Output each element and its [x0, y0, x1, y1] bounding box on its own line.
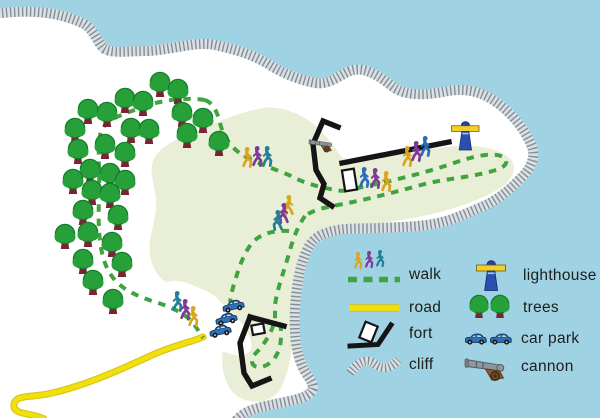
trail-car-park-branch	[228, 228, 290, 303]
trail-headland-loop	[303, 152, 509, 218]
trail-south-fort-loop	[249, 214, 307, 370]
trail-forest-to-fort	[204, 98, 343, 193]
walking-trail	[96, 96, 509, 370]
fort-main-building	[340, 167, 359, 193]
fort-south-building	[250, 322, 267, 337]
trail-forest-loop	[96, 96, 206, 340]
cliff-edge	[0, 6, 539, 418]
fort-main	[310, 117, 453, 210]
fort-south	[237, 313, 288, 390]
road	[10, 333, 207, 418]
